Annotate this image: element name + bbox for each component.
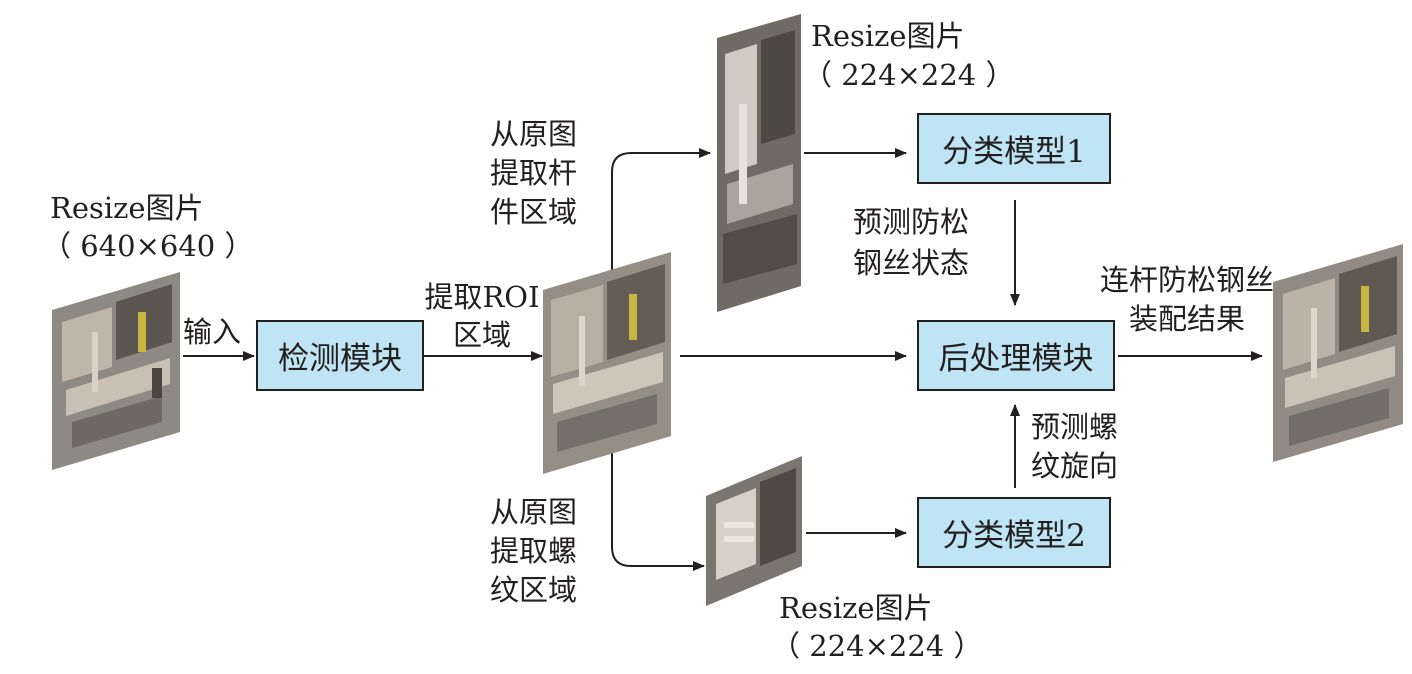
- rod-label-line1: 从原图: [490, 117, 578, 151]
- roi-label-line2: 区域: [452, 318, 511, 352]
- top-image-size: （ 224×224 ）: [803, 58, 1015, 92]
- result-label-line1: 连杆防松钢丝: [1099, 263, 1274, 297]
- result-label-line2: 装配结果: [1128, 302, 1245, 336]
- thread-label-line2: 提取螺: [490, 534, 578, 568]
- thread-dir-label-line1: 预测螺: [1031, 410, 1119, 444]
- roi-photo: [543, 252, 671, 474]
- thread-crop-photo: [706, 456, 802, 606]
- input-image-caption: Resize图片: [50, 191, 204, 225]
- bottom-image-caption: Resize图片: [779, 591, 933, 625]
- classifier2-module: 分类模型2: [917, 497, 1111, 568]
- bottom-image-size: （ 224×224 ）: [771, 629, 983, 663]
- rod-label-line3: 件区域: [490, 195, 578, 229]
- thread-label-line3: 纹区域: [490, 573, 578, 607]
- wire-state-label-line2: 钢丝状态: [853, 246, 970, 280]
- rod-label-line2: 提取杆: [490, 156, 578, 190]
- postprocess-label: 后处理模块: [938, 341, 1094, 377]
- result-photo: [1273, 244, 1403, 462]
- thread-dir-label-line2: 纹旋向: [1031, 449, 1119, 483]
- input-arrow-label: 输入: [183, 315, 242, 349]
- classifier2-label: 分类模型2: [942, 518, 1086, 554]
- arrow-roi-to-rod: [611, 148, 711, 280]
- rod-crop-photo: [717, 14, 801, 312]
- classifier1-label: 分类模型1: [942, 134, 1086, 170]
- thread-label-line1: 从原图: [490, 495, 578, 529]
- arrow-roi-to-thread: [611, 440, 705, 571]
- detection-module-label: 检测模块: [278, 341, 402, 377]
- top-image-caption: Resize图片: [811, 19, 965, 53]
- wire-state-label-line1: 预测防松: [853, 205, 970, 239]
- roi-label-line1: 提取ROI: [424, 280, 540, 314]
- input-photo: [52, 272, 180, 470]
- input-image-size: （ 640×640 ）: [42, 229, 254, 263]
- postprocess-module: 后处理模块: [917, 320, 1115, 391]
- classifier1-module: 分类模型1: [917, 113, 1111, 184]
- detection-module: 检测模块: [256, 320, 424, 391]
